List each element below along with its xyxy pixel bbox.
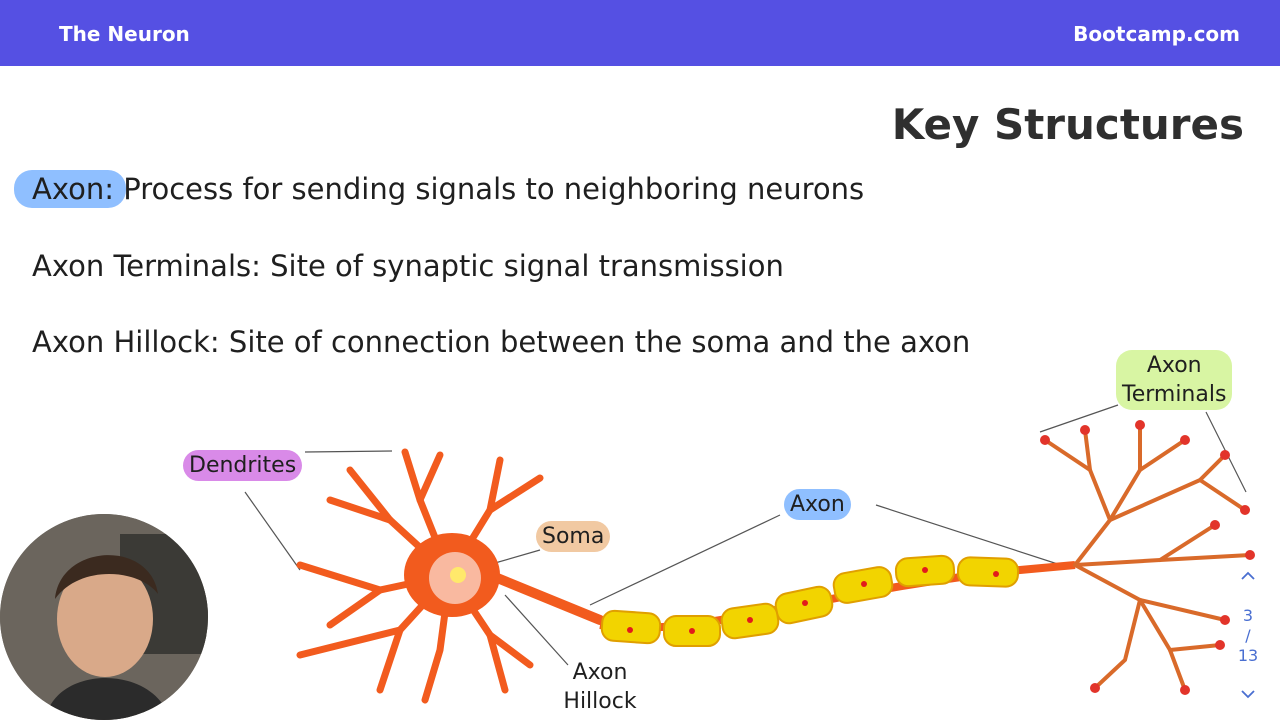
label-dendrites: Dendrites — [183, 450, 303, 481]
label-soma: Soma — [536, 521, 611, 552]
definition-axon: Axon: Process for sending signals to nei… — [32, 172, 864, 206]
neuron-diagram — [244, 404, 1255, 704]
desc-axon-terminals: Site of synaptic signal transmission — [260, 249, 784, 283]
chevron-down-icon[interactable] — [1236, 686, 1260, 705]
desc-axon: Process for sending signals to neighbori… — [114, 172, 865, 206]
webcam-presenter-video — [0, 514, 208, 720]
label-axon: Axon — [784, 489, 851, 520]
myelin-sheaths — [600, 554, 1020, 647]
page-current: 3 — [1242, 606, 1254, 625]
term-axon: Axon: — [32, 172, 115, 206]
definition-axon-hillock: Axon Hillock: Site of connection between… — [32, 325, 970, 359]
top-bar: The Neuron Bootcamp.com — [0, 0, 1280, 66]
term-axon-terminals: Axon Terminals: — [32, 249, 261, 283]
label-axon-hillock: Axon Hillock — [563, 660, 637, 714]
chevron-up-icon[interactable] — [1236, 566, 1260, 585]
label-axon-terminals: Axon Terminals — [1116, 350, 1233, 410]
page-total: 13 — [1237, 646, 1259, 665]
brand-link[interactable]: Bootcamp.com — [1073, 22, 1240, 46]
course-title: The Neuron — [59, 22, 190, 46]
term-axon-hillock: Axon Hillock: — [32, 325, 220, 359]
page-separator: / — [1245, 626, 1251, 645]
slide-title: Key Structures — [891, 100, 1244, 149]
axon-terminal-branches — [1043, 423, 1252, 692]
definition-axon-terminals: Axon Terminals: Site of synaptic signal … — [32, 249, 784, 283]
desc-axon-hillock: Site of connection between the soma and … — [219, 325, 971, 359]
